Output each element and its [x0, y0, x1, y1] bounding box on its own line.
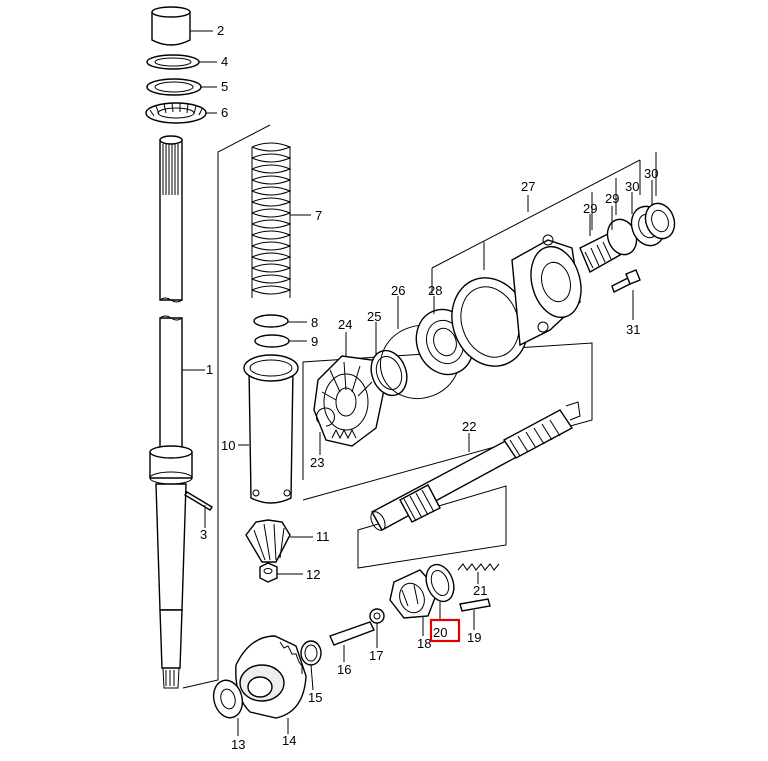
- label-31: 31: [626, 322, 640, 337]
- bracket-upper: [431, 152, 657, 295]
- label-28: 28: [428, 283, 442, 298]
- part-27-housing: [451, 234, 582, 367]
- label-29a: 29: [583, 201, 597, 216]
- label-2: 2: [217, 23, 224, 38]
- label-13: 13: [231, 737, 245, 752]
- label-9: 9: [311, 334, 318, 349]
- label-19: 19: [467, 630, 481, 645]
- label-22: 22: [462, 419, 476, 434]
- part-14-reverse-gear: [235, 635, 307, 719]
- part-20-ring: [425, 563, 455, 603]
- label-30b: 30: [644, 166, 658, 181]
- label-29b: 29: [605, 191, 619, 206]
- label-24: 24: [338, 317, 352, 332]
- part-17-ball: [369, 608, 385, 624]
- leader-lines: [182, 30, 653, 736]
- label-14: 14: [282, 733, 296, 748]
- part-8-washer: [253, 314, 289, 328]
- part-labels: 2 4 5 6 1 3 7 8 9 10 11 12 13 14 15 16 1…: [200, 23, 658, 752]
- part-3-pin: [184, 491, 213, 511]
- label-3: 3: [200, 527, 207, 542]
- label-11: 11: [316, 529, 330, 544]
- part-9-washer: [254, 334, 290, 348]
- label-10: 10: [221, 438, 235, 453]
- label-6: 6: [221, 105, 228, 120]
- bracket-lower: [357, 485, 507, 569]
- part-1-drive-shaft: [149, 135, 193, 689]
- label-25: 25: [367, 309, 381, 324]
- part-6-thrust-bearing: [145, 102, 207, 124]
- label-4: 4: [221, 54, 228, 69]
- label-16: 16: [337, 662, 351, 677]
- part-22-propeller-shaft: [370, 401, 581, 531]
- part-19-pin: [459, 598, 491, 612]
- label-27: 27: [521, 179, 535, 194]
- highlight-box-part-20: [429, 618, 461, 643]
- part-11-pinion: [245, 519, 291, 563]
- part-2-cap: [151, 6, 191, 46]
- label-21: 21: [473, 583, 487, 598]
- label-8: 8: [311, 315, 318, 330]
- label-15: 15: [308, 690, 322, 705]
- label-12: 12: [306, 567, 320, 582]
- part-7-spring: [251, 142, 292, 298]
- label-20: 20: [433, 625, 447, 640]
- part-16-push-rod: [329, 621, 375, 646]
- part-31-bolt: [611, 269, 641, 293]
- label-23: 23: [310, 455, 324, 470]
- label-26: 26: [391, 283, 405, 298]
- label-18: 18: [417, 636, 431, 651]
- bracket-left: [182, 124, 271, 689]
- label-1: 1: [206, 362, 213, 377]
- label-30a: 30: [625, 179, 639, 194]
- label-17: 17: [369, 648, 383, 663]
- label-7: 7: [315, 208, 322, 223]
- part-21-spring: [457, 563, 500, 571]
- part-30-oil-seal-b: [644, 202, 676, 240]
- part-12-nut: [259, 562, 278, 583]
- label-5: 5: [221, 79, 228, 94]
- part-10-sleeve: [243, 354, 299, 504]
- part-13-washer: [212, 679, 244, 719]
- part-23-circlip: [316, 407, 335, 427]
